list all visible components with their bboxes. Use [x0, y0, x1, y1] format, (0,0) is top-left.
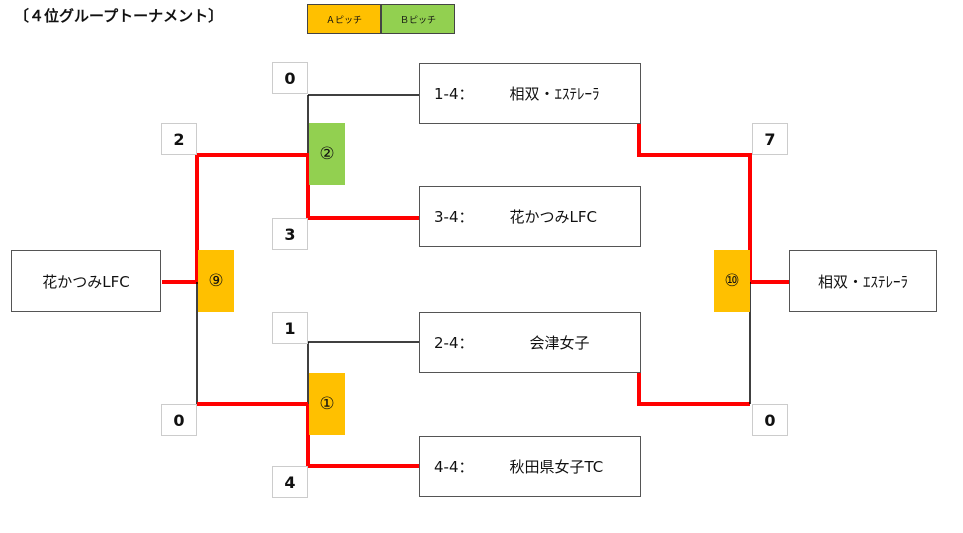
- legend-pitch-a-label: Ａピッチ: [325, 15, 362, 26]
- winner-box-m10: 相双・ｴｽﾃﾚｰﾗ: [789, 250, 937, 312]
- team-seed: 3-4：: [434, 208, 474, 226]
- bracket-win-m2: [306, 153, 420, 220]
- match-label-m2: ②: [319, 144, 335, 164]
- winner-box-m9: 花かつみLFC: [11, 250, 161, 312]
- match-marker-m10: ⑩: [714, 250, 750, 312]
- team-seed: 1-4：: [434, 85, 474, 103]
- score-m10-bottom: 0: [752, 404, 788, 436]
- bracket-win-m1: [306, 404, 420, 468]
- team-box-3: 2-4： 会津女子: [419, 312, 641, 373]
- winner-name-m9: 花かつみLFC: [42, 272, 130, 291]
- score-m2-bottom: 3: [272, 218, 308, 250]
- team-box-4: 4-4： 秋田県女子TC: [419, 436, 641, 497]
- match-label-m10: ⑩: [724, 271, 740, 291]
- score-m10-top: 7: [752, 123, 788, 155]
- page-title: 〔４位グループトーナメント〕: [14, 7, 224, 25]
- match-marker-m1: ①: [309, 373, 345, 435]
- team-name: 秋田県女子TC: [509, 458, 604, 476]
- score-m1-top: 1: [272, 312, 308, 344]
- match-marker-m9: ⑨: [198, 250, 234, 312]
- team-name: 花かつみLFC: [509, 208, 597, 226]
- bracket-win-m10-bottom: [637, 345, 750, 406]
- team-box-1: 1-4： 相双・ｴｽﾃﾚｰﾗ: [419, 63, 641, 124]
- legend-pitch-a: Ａピッチ: [307, 4, 381, 34]
- score-m2-top: 0: [272, 62, 308, 94]
- match-label-m9: ⑨: [208, 271, 224, 291]
- match-label-m1: ①: [319, 394, 335, 414]
- team-name: 相双・ｴｽﾃﾚｰﾗ: [509, 85, 600, 103]
- score-m1-bottom: 4: [272, 466, 308, 498]
- match-marker-m2: ②: [309, 123, 345, 185]
- team-seed: 2-4：: [434, 334, 474, 352]
- team-box-2: 3-4： 花かつみLFC: [419, 186, 641, 247]
- bracket-win-m10-top: [637, 95, 790, 284]
- legend-pitch-b-label: Ｂピッチ: [399, 15, 436, 26]
- team-seed: 4-4：: [434, 458, 474, 476]
- score-m9-top: 2: [161, 123, 197, 155]
- winner-name-m10: 相双・ｴｽﾃﾚｰﾗ: [817, 272, 908, 291]
- score-m9-bottom: 0: [161, 404, 197, 436]
- team-name: 会津女子: [529, 334, 590, 352]
- bracket-win-m9: [162, 153, 308, 284]
- legend-pitch-b: Ｂピッチ: [381, 4, 455, 34]
